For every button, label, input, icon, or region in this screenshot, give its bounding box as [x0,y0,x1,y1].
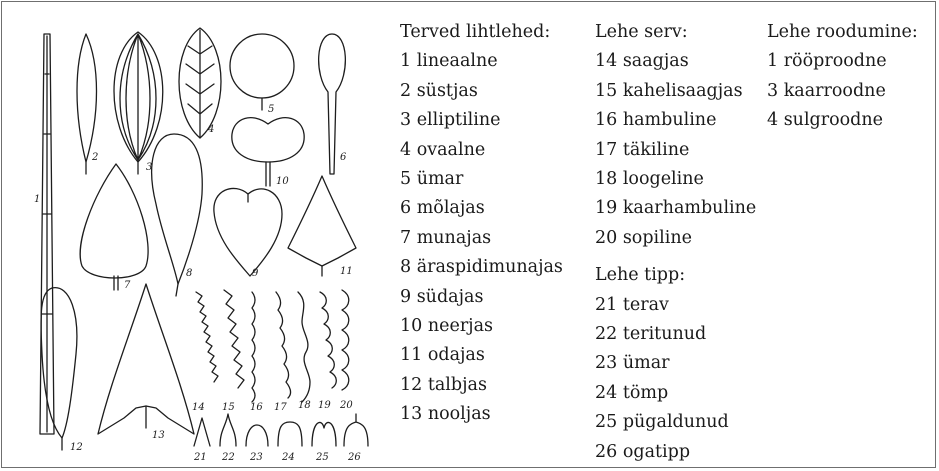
leaf-oval-drawing: 4 [179,28,221,138]
margin-number-18: 18 [298,400,311,411]
list-item: 16 hambuline [595,106,756,135]
leaf-obovate-drawing: 8 [152,134,203,296]
leaf-elliptic-drawing: 3 [114,32,163,174]
venation-heading: Lehe roodumine: [767,18,918,47]
leaf-tip-drawings: 21 22 23 24 25 26 [193,414,368,462]
leaf-number-1: 1 [34,194,40,205]
tip-number-26: 26 [347,452,361,462]
leaf-number-13: 13 [152,430,165,441]
list-item: 21 terav [595,291,756,320]
leaf-margin-drawings: 14 15 16 17 18 19 20 [192,290,353,413]
leaf-hastate-drawing: 11 [288,176,356,277]
tip-number-23: 23 [249,452,263,462]
list-item: 25 pügaldunud [595,408,756,437]
list-item: 4 ovaalne [400,136,563,165]
leaf-number-2: 2 [91,152,98,163]
leaf-number-6: 6 [340,152,347,163]
list-item: 18 loogeline [595,165,756,194]
leaf-reniform-drawing: 10 [232,118,304,187]
simple-leaves-list: Terved lihtlehed: 1 lineaalne 2 süstjas … [400,18,563,430]
margin-number-15: 15 [222,402,235,413]
leaf-number-4: 4 [207,124,214,135]
list-item: 22 teritunud [595,320,756,349]
list-item: 4 sulgroodne [767,106,918,135]
leaf-margin-heading: Lehe serv: [595,18,756,47]
list-item: 13 nooljas [400,400,563,429]
margin-number-14: 14 [192,402,205,413]
list-item: 11 odajas [400,341,563,370]
leaf-tip-heading: Lehe tipp: [595,261,756,290]
leaf-number-11: 11 [340,266,353,277]
leaf-spatulate-drawing: 6 [319,34,347,174]
margin-number-16: 16 [250,402,263,413]
venation-list: Lehe roodumine: 1 rööproodne 3 kaarroodn… [767,18,918,136]
list-item: 15 kahelisaagjas [595,77,756,106]
leaf-number-8: 8 [186,268,192,279]
leaf-number-5: 5 [268,104,274,115]
leaf-cordate-drawing: 9 [214,188,282,279]
list-item: 3 kaarroodne [767,77,918,106]
tip-number-25: 25 [315,452,329,462]
leaf-sagittate-drawing: 13 [98,284,194,441]
margin-number-19: 19 [318,400,331,411]
list-item: 5 ümar [400,165,563,194]
list-item: 8 äraspidimunajas [400,253,563,282]
tip-number-22: 22 [221,452,235,462]
list-item: 10 neerjas [400,312,563,341]
margin-number-20: 20 [339,400,353,411]
list-item: 19 kaarhambuline [595,194,756,223]
list-item: 1 lineaalne [400,47,563,76]
tip-number-24: 24 [281,452,295,462]
list-item: 7 munajas [400,224,563,253]
list-item: 3 elliptiline [400,106,563,135]
list-item: 1 rööproodne [767,47,918,76]
tip-number-21: 21 [193,452,207,462]
simple-leaves-heading: Terved lihtlehed: [400,18,563,47]
leaf-margin-and-tip-list: Lehe serv: 14 saagjas 15 kahelisaagjas 1… [595,18,756,467]
list-item: 12 talbjas [400,371,563,400]
leaf-number-12: 12 [70,442,83,453]
leaf-ovate-drawing: 7 [80,164,148,291]
leaf-shapes-illustration: 1 2 3 4 5 6 [10,14,370,462]
list-item: 26 ogatipp [595,438,756,467]
leaf-number-10: 10 [276,176,289,187]
leaf-lanceolate-drawing: 2 [77,34,98,174]
list-item: 2 süstjas [400,77,563,106]
list-item: 17 täkiline [595,136,756,165]
list-item: 24 tömp [595,379,756,408]
list-item: 23 ümar [595,349,756,378]
list-item: 20 sopiline [595,224,756,253]
list-item: 9 südajas [400,283,563,312]
list-item: 6 mõlajas [400,194,563,223]
leaf-round-drawing: 5 [230,34,294,115]
list-item: 14 saagjas [595,47,756,76]
margin-number-17: 17 [274,402,287,413]
leaf-number-7: 7 [124,280,131,291]
leaf-number-9: 9 [252,268,259,279]
